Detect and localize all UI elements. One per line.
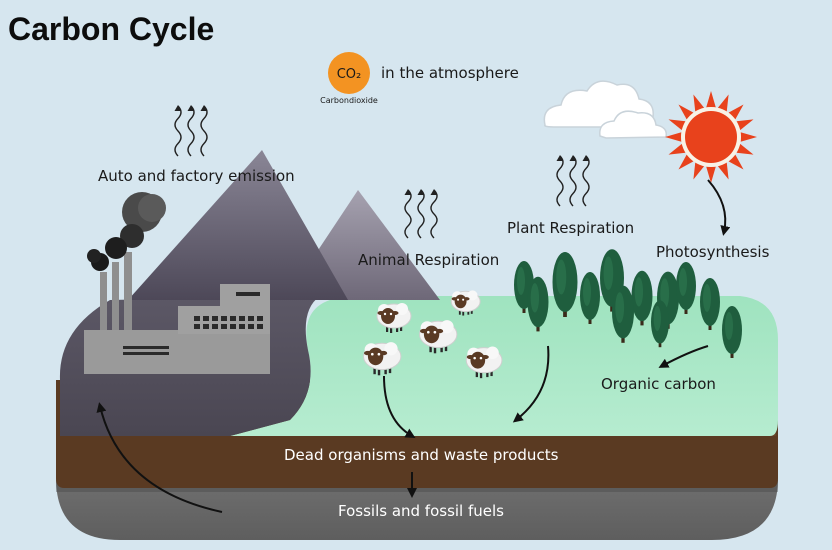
page-title: Carbon Cycle — [8, 11, 214, 47]
label-organic-carbon: Organic carbon — [601, 375, 716, 393]
tree-icon — [527, 276, 549, 332]
tree-icon — [612, 285, 634, 343]
co2-badge: CO₂ — [328, 52, 370, 94]
grass-area — [230, 296, 778, 436]
sun-icon — [665, 91, 757, 183]
co2-caption: Carbondioxide — [320, 96, 378, 105]
animal-decay-arrow — [383, 375, 416, 438]
tree-icon — [631, 270, 653, 326]
label-photosynthesis: Photosynthesis — [656, 243, 770, 261]
sheep-icon — [376, 303, 412, 333]
tree-icon — [700, 278, 720, 330]
fuel-extraction-arrow — [96, 402, 223, 513]
label-dead-organisms: Dead organisms and waste products — [284, 446, 559, 464]
sheep-icon — [450, 290, 481, 316]
sheep-herd — [363, 290, 503, 379]
animal-respiration-wavy-arrows-icon — [404, 189, 438, 239]
forest — [514, 249, 742, 358]
tree-icon — [552, 252, 578, 317]
label-animal-respiration: Animal Respiration — [358, 251, 499, 269]
cloud-icon — [543, 80, 668, 139]
label-auto-factory-emission: Auto and factory emission — [98, 167, 295, 185]
organic-carbon-arrow — [658, 345, 709, 368]
smoke-icon — [87, 192, 166, 271]
tree-icon — [676, 262, 696, 314]
label-plant-respiration: Plant Respiration — [507, 219, 634, 237]
sheep-icon — [465, 346, 503, 379]
atmosphere-label: in the atmosphere — [381, 64, 519, 82]
tree-icon — [722, 306, 742, 358]
photosynthesis-arrow — [707, 179, 731, 236]
tree-icon — [580, 272, 600, 324]
plant-decay-arrow — [512, 345, 550, 423]
factory-icon — [84, 252, 270, 374]
plant-respiration-wavy-arrows-icon — [556, 155, 590, 207]
sheep-icon — [363, 342, 402, 376]
emission-wavy-arrows-icon — [174, 105, 208, 157]
sheep-icon — [419, 320, 458, 354]
tree-icon — [651, 300, 669, 348]
mountain-front — [128, 150, 348, 300]
label-fossils: Fossils and fossil fuels — [338, 502, 504, 520]
co2-badge-text: CO₂ — [337, 67, 362, 82]
